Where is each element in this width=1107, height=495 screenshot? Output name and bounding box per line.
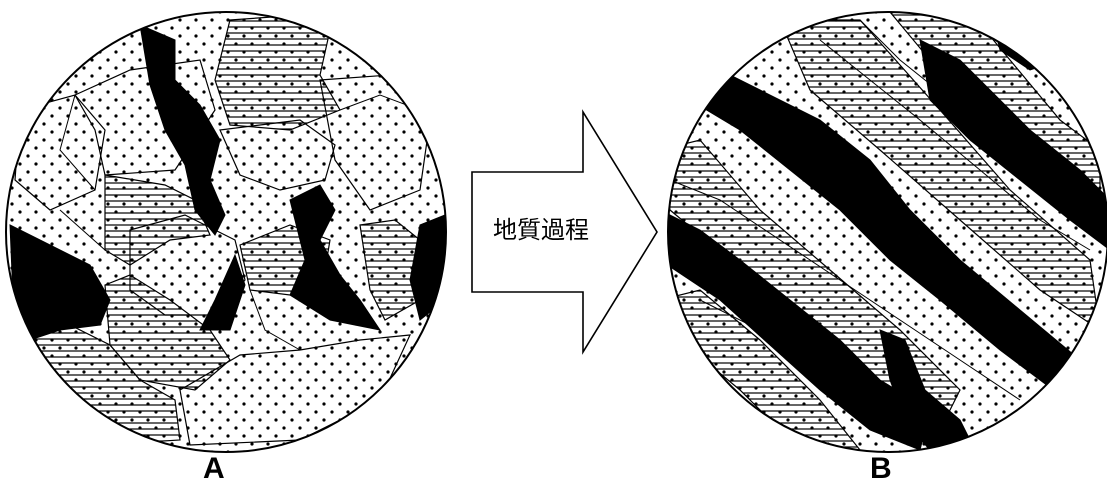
panel-a-dotted-grains [14, 59, 431, 446]
panel-a-circle [6, 12, 446, 452]
panel-b-black-bands [668, 12, 1107, 451]
panel-b-label: B [870, 452, 892, 485]
panel-b-foliation-lines [669, 19, 1091, 421]
panel-a-black-grains [9, 24, 446, 346]
arrow-label: 地質過程 [493, 216, 589, 244]
panel-a-label: A [203, 452, 225, 485]
panel-b-border [667, 11, 1107, 453]
panel-a-border [5, 11, 447, 453]
process-arrow [471, 109, 658, 355]
panel-a-grain-boundaries [59, 94, 421, 351]
panel-b-circle [668, 12, 1107, 452]
